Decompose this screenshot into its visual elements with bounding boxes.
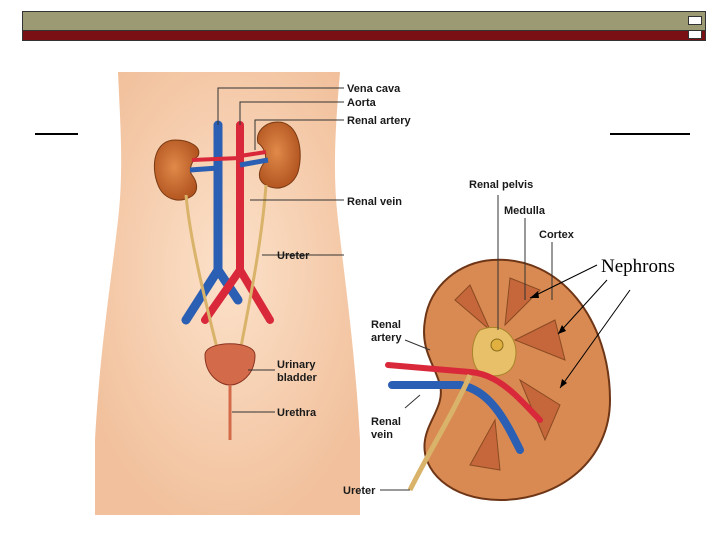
cross-ureter [407, 374, 473, 492]
label-cortex: Cortex [539, 229, 575, 241]
label-renal-artery-line2: artery [371, 332, 402, 344]
cross-renal-vein [388, 381, 524, 454]
aorta-vessel [201, 121, 274, 324]
label-renal-vein-line1: Renal [371, 416, 401, 428]
label-medulla: Medulla [504, 205, 546, 217]
blank-rule-right [610, 133, 690, 135]
label-renal-vein-top: Renal vein [347, 196, 402, 208]
kidney-pelvis [472, 326, 517, 377]
nephron-arrowheads [530, 291, 567, 388]
leader-lines-left [217, 87, 344, 413]
left-kidney [153, 139, 200, 201]
renal-artery-vessels [191, 150, 267, 162]
cross-renal-artery [385, 362, 543, 423]
nephron-arrows [529, 264, 631, 389]
label-renal-artery-top: Renal artery [347, 115, 411, 127]
urinary-bladder [204, 343, 256, 386]
kidney-cross-section [423, 258, 612, 502]
kidney-medulla-pyramids [454, 277, 566, 471]
header-square-bottom [688, 30, 702, 39]
label-urinary: Urinary [277, 359, 316, 371]
label-renal-vein-line2: vein [371, 429, 393, 441]
label-ureter-bottom: Ureter [343, 485, 376, 497]
header-red-bar [22, 30, 706, 41]
label-renal-artery-line1: Renal [371, 319, 401, 331]
right-kidney [256, 121, 301, 189]
label-ureter-left: Ureter [277, 250, 310, 262]
header-square-top [688, 16, 702, 25]
label-aorta: Aorta [347, 97, 377, 109]
ureter-right-tube [238, 184, 268, 353]
label-urethra: Urethra [277, 407, 317, 419]
label-bladder: bladder [277, 372, 317, 384]
label-vena-cava: Vena cava [347, 83, 401, 95]
blank-rule-left [35, 133, 78, 135]
label-renal-pelvis: Renal pelvis [469, 179, 533, 191]
leader-lines-right [380, 195, 553, 491]
nephrons-callout: Nephrons [601, 256, 675, 277]
renal-vein-vessels [189, 157, 269, 173]
ureter-left-tube [184, 194, 220, 353]
kidney-pelvis-center [490, 338, 504, 352]
